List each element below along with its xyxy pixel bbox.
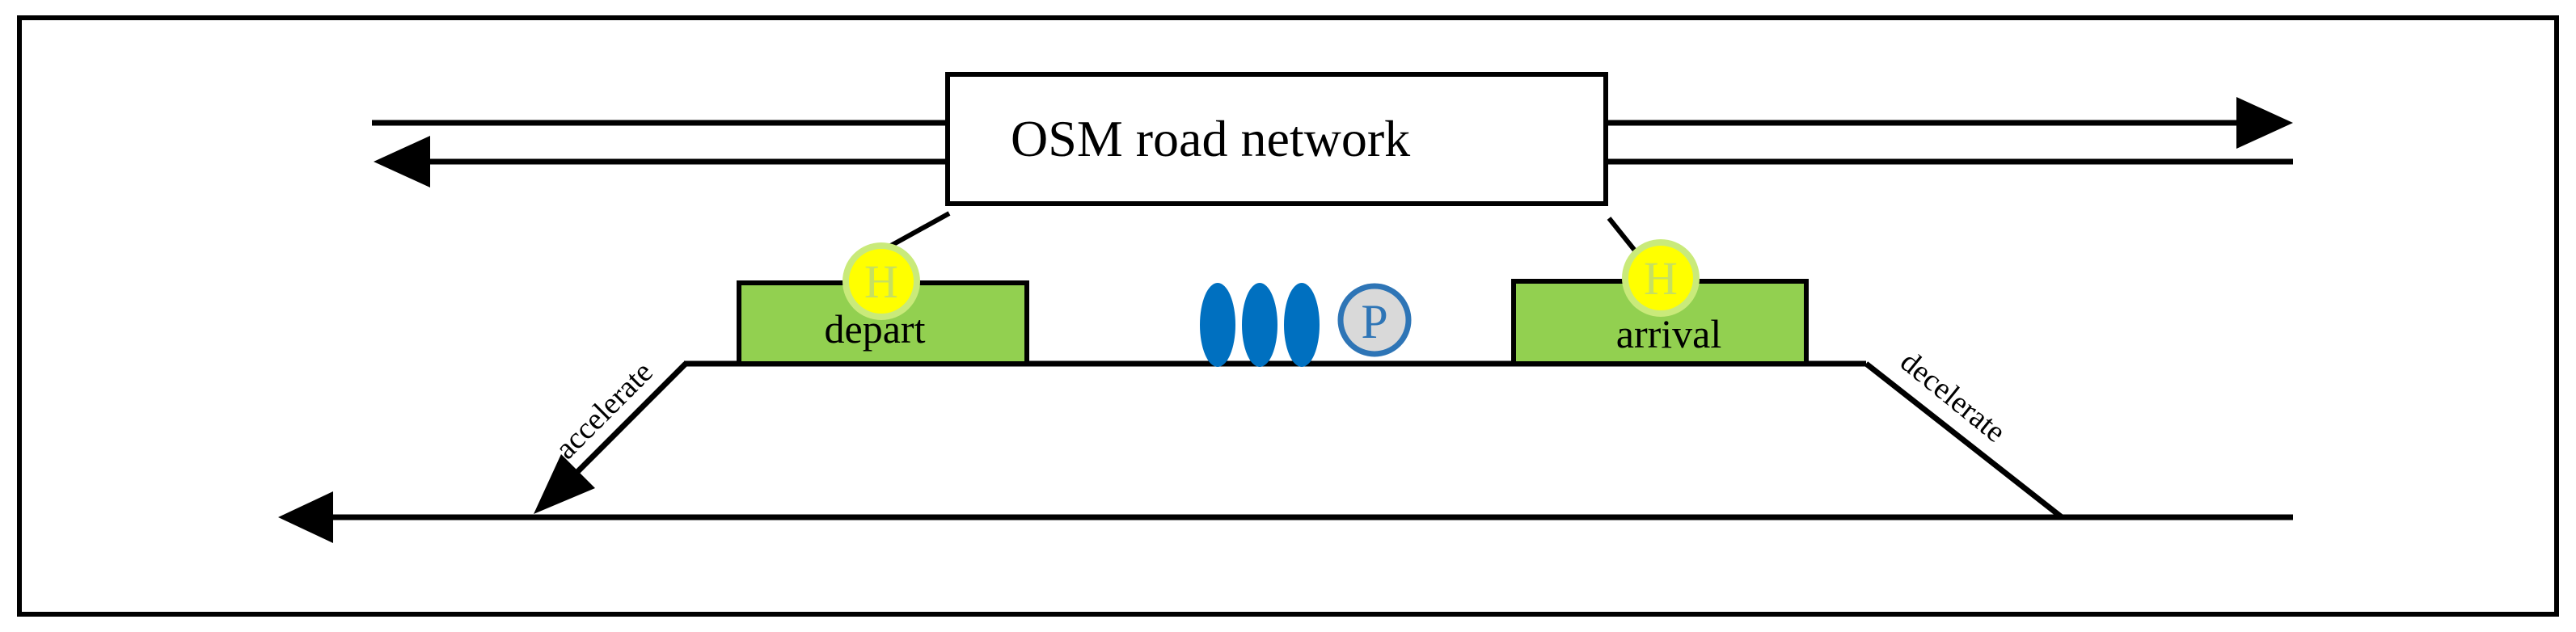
depart-halt-symbol: H [864, 255, 898, 308]
parking-sign-icon [1337, 283, 1412, 357]
arrival-halt-symbol: H [1644, 252, 1678, 305]
right-arrowhead-icon [2236, 97, 2293, 149]
osm-network-box [945, 72, 1608, 206]
parking-symbol: P [1361, 295, 1387, 348]
vehicle-icon [1200, 283, 1235, 367]
halt-marker-icon [842, 242, 920, 320]
vehicle-icon [1284, 283, 1320, 367]
decelerate-ramp-line [1864, 361, 2064, 520]
vehicle-icon [1242, 283, 1277, 367]
accelerate-ramp-line [564, 361, 688, 486]
left-arrowhead-icon [374, 136, 430, 187]
left-arrowhead-icon [278, 491, 333, 543]
osm-network-label: OSM road network [1011, 110, 1410, 167]
halt-marker-icon [1622, 239, 1700, 317]
vehicle-queue-icon [1200, 283, 1320, 367]
accelerate-arrowhead-icon [534, 454, 595, 514]
arrival-stop-label: arrival [1616, 311, 1721, 356]
